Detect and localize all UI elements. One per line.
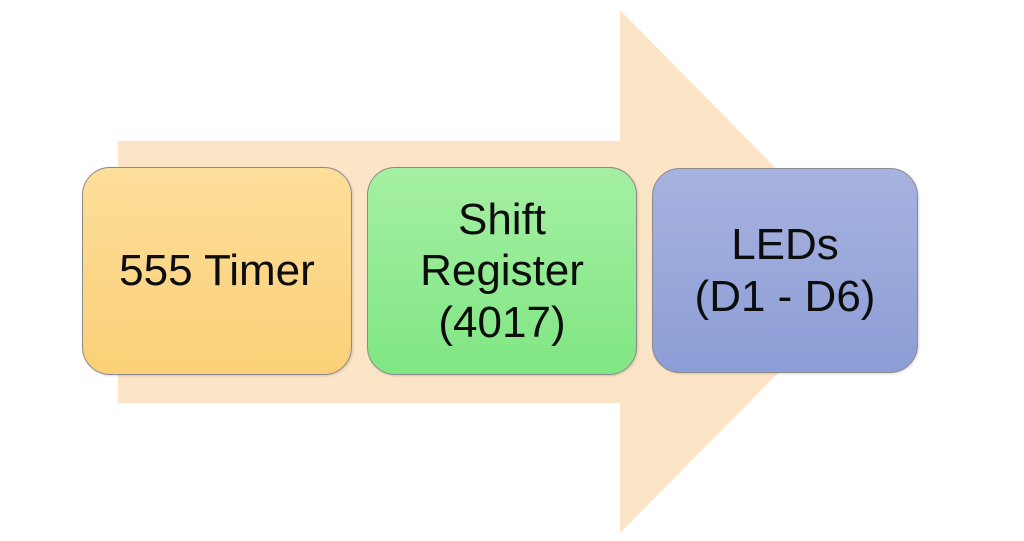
box-label-line: LEDs bbox=[731, 220, 839, 270]
box-555-timer: 555 Timer bbox=[82, 167, 352, 375]
box-label-line: (4017) bbox=[438, 297, 566, 347]
box-shift-register: Shift Register (4017) bbox=[367, 167, 637, 375]
box-leds: LEDs (D1 - D6) bbox=[652, 168, 918, 373]
box-555-timer-label: 555 Timer bbox=[119, 245, 315, 296]
box-label-line: Shift bbox=[457, 195, 547, 245]
box-label-line: Register bbox=[420, 246, 584, 296]
box-label-line: 555 Timer bbox=[119, 246, 315, 296]
box-label-line: (D1 - D6) bbox=[694, 271, 876, 321]
box-shift-register-label: Shift Register (4017) bbox=[420, 194, 584, 347]
box-leds-label: LEDs (D1 - D6) bbox=[695, 219, 876, 321]
